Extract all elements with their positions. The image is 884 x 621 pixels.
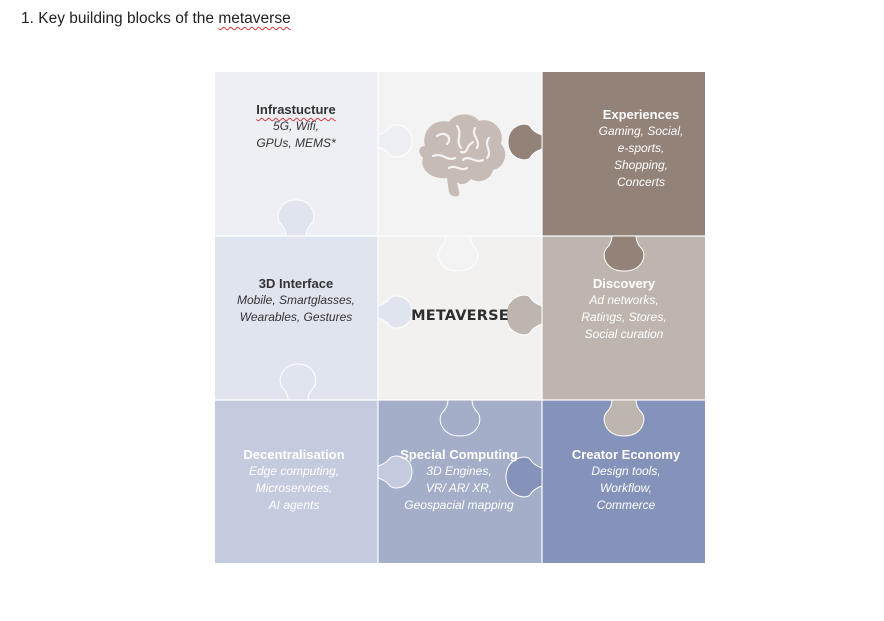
knob-discovery-down [603,399,645,437]
knob-decentral-right [377,455,413,489]
decentralisation-text: Decentralisation Edge computing, Microse… [219,446,369,514]
infrastructure-text: Infrastucture 5G, Wifi, GPUs, MEMS* [221,101,371,152]
creator-line-1: Design tools, [591,464,661,478]
discovery-text: Discovery Ad networks, Ratings, Stores, … [549,275,699,343]
knob-creator-left [505,456,543,498]
interface-line-2: Wearables, Gestures [239,310,353,324]
interface-text: 3D Interface Mobile, Smartglasses, Weara… [221,275,371,326]
experiences-line-3: Shopping, [613,158,669,172]
computing-line-2: VR/ AR/ XR, [425,481,493,495]
experiences-line-2: e-sports, [617,141,665,155]
decentralisation-line-1: Edge computing, [248,464,340,478]
brain-icon [419,114,506,197]
interface-title: 3D Interface [258,276,334,291]
experiences-line-4: Concerts [616,175,666,189]
discovery-line-2: Ratings, Stores, [581,310,667,324]
knob-experiences-down [603,235,645,272]
computing-line-1: 3D Engines, [426,464,492,478]
creator-line-2: Workflow, [599,481,652,495]
knob-computing-up [439,399,481,437]
interface-line-1: Mobile, Smartglasses, [236,293,356,307]
page-heading: 1. Key building blocks of the metaverse [21,10,291,28]
infrastructure-line-1: 5G, Wifi, [273,119,319,133]
knob-interface-right [377,295,413,329]
computing-text: Special Computing 3D Engines, VR/ AR/ XR… [384,446,534,514]
discovery-line-3: Social curation [584,327,664,341]
metaverse-center-label: METAVERSE [411,308,509,324]
decentralisation-line-3: AI agents [268,498,320,512]
computing-title: Special Computing [400,447,518,462]
tile-decentralisation [215,400,378,563]
knob-brain-down [437,235,479,272]
creator-line-3: Commerce [596,498,656,512]
discovery-title: Discovery [592,276,656,291]
discovery-line-1: Ad networks, [589,293,659,307]
knob-infra-down [277,199,315,237]
heading-metaverse-word: metaverse [218,10,291,27]
knob-experiences-left [507,123,543,161]
decentralisation-line-2: Microservices, [255,481,333,495]
heading-prefix: 1. Key building blocks of the [21,10,219,27]
creator-text: Creator Economy Design tools, Workflow, … [551,446,701,514]
infrastructure-line-2: GPUs, MEMS* [256,136,336,150]
tile-experiences [542,72,705,236]
knob-interface-down [279,363,317,401]
experiences-title: Experiences [602,107,680,122]
creator-title: Creator Economy [571,447,681,462]
decentralisation-title: Decentralisation [243,447,345,462]
experiences-line-1: Gaming, Social, [598,124,684,138]
infrastructure-title: Infrastucture [256,102,336,117]
knob-infra-right [377,124,413,158]
computing-line-3: Geospacial mapping [404,498,514,512]
knob-discovery-left [505,294,543,336]
experiences-text: Experiences Gaming, Social, e-sports, Sh… [566,106,716,191]
